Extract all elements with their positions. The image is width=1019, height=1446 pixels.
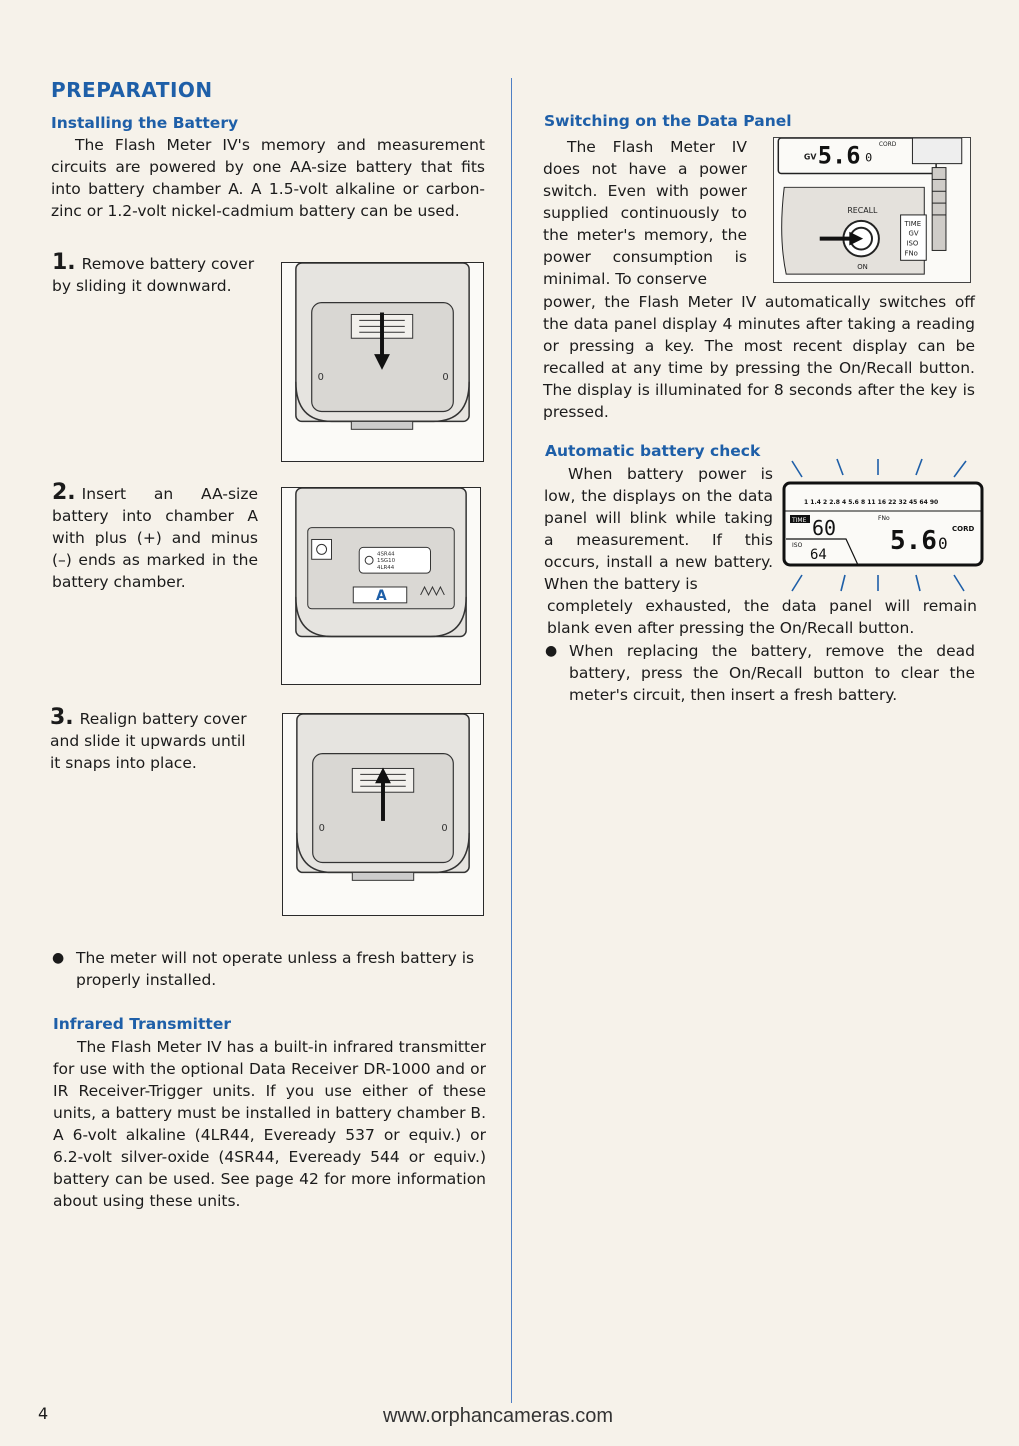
lcd-scale: 1 1.4 2 2.8 4 5.6 8 11 16 22 32 45 64 90	[804, 499, 938, 506]
lcd-small: 0	[938, 534, 948, 553]
auto-check-body-full: completely exhausted, the data panel wil…	[547, 597, 977, 637]
figure-remove-cover: 0 0	[281, 262, 484, 462]
battery-label-1: 4SR44	[377, 551, 395, 557]
figure-blinking-lcd: 1 1.4 2 2.8 4 5.6 8 11 16 22 32 45 64 90…	[782, 455, 987, 595]
auto-check-body-wrap: When battery power is low, the displays …	[544, 465, 773, 593]
panel-time: TIME	[904, 220, 922, 228]
operation-note: ● The meter will not operate unless a fr…	[52, 947, 486, 991]
figure-data-panel: GV 5.6 0 CORD RECALL ON TIME GV ISO FNo	[773, 137, 971, 283]
figure-replace-cover: 0 0	[282, 713, 484, 916]
figure-battery-chamber: 4SR44 1SG10 4LR44 A	[281, 487, 481, 685]
infrared-body: The Flash Meter IV has a built-in infrar…	[53, 1038, 486, 1210]
lcd-iso-label: ISO	[792, 542, 803, 549]
auto-check-title: Automatic battery check	[545, 442, 761, 460]
battery-label-3: 4LR44	[377, 565, 395, 571]
column-divider	[511, 78, 512, 1403]
step-1: 1.Remove battery cover by sliding it dow…	[52, 252, 258, 297]
svg-text:0: 0	[442, 372, 448, 383]
lcd-time-label: TIME	[791, 517, 807, 524]
step-2-text: Insert an AA-size battery into chamber A…	[52, 485, 258, 591]
step-3-number: 3.	[50, 705, 74, 730]
operation-note-text: The meter will not operate unless a fres…	[76, 949, 475, 989]
switching-title: Switching on the Data Panel	[544, 112, 792, 130]
battery-label-2: 1SG10	[377, 558, 396, 564]
footer-url[interactable]: www.orphancameras.com	[383, 1405, 614, 1427]
installing-battery-body: The Flash Meter IV's memory and measurem…	[51, 136, 485, 220]
installing-battery-title: Installing the Battery	[51, 114, 239, 132]
svg-text:0: 0	[319, 823, 325, 834]
panel-fno: FNo	[905, 249, 918, 257]
lcd-value: 5.6	[890, 526, 937, 556]
auto-check-bullet: ● When replacing the battery, remove the…	[545, 640, 975, 706]
step-3: 3.Realign battery cover and slide it upw…	[50, 707, 256, 774]
panel-recall: RECALL	[847, 206, 878, 215]
page-number: 4	[38, 1404, 49, 1423]
lcd-fno-label: FNo	[878, 515, 890, 522]
step-2: 2.Insert an AA-size battery into chamber…	[52, 482, 258, 593]
lcd-cord: CORD	[952, 525, 974, 533]
section-heading: PREPARATION	[51, 78, 213, 102]
svg-text:0: 0	[318, 372, 324, 383]
bullet-icon: ●	[52, 950, 65, 966]
chamber-a-label: A	[376, 588, 387, 604]
step-1-number: 1.	[52, 250, 76, 275]
step-2-number: 2.	[52, 480, 76, 505]
panel-iso: ISO	[907, 240, 919, 248]
lcd-time-value: 60	[812, 516, 836, 540]
svg-text:0: 0	[441, 823, 447, 834]
panel-gv: GV	[908, 230, 918, 238]
panel-gv-label: GV	[804, 153, 817, 162]
step-1-text: Remove battery cover by sliding it downw…	[52, 255, 255, 295]
auto-check-bullet-text: When replacing the battery, remove the d…	[569, 642, 975, 704]
panel-value: 5.6	[818, 142, 861, 170]
switching-body-full: power, the Flash Meter IV automatically …	[543, 293, 975, 421]
infrared-title: Infrared Transmitter	[53, 1015, 231, 1033]
panel-small: 0	[865, 151, 872, 165]
panel-cord: CORD	[879, 142, 897, 148]
lcd-iso-value: 64	[810, 547, 827, 563]
panel-on: ON	[857, 263, 868, 271]
step-3-text: Realign battery cover and slide it upwar…	[50, 710, 247, 772]
bullet-icon: ●	[545, 643, 558, 659]
switching-body-wrap: The Flash Meter IV does not have a power…	[543, 138, 747, 288]
